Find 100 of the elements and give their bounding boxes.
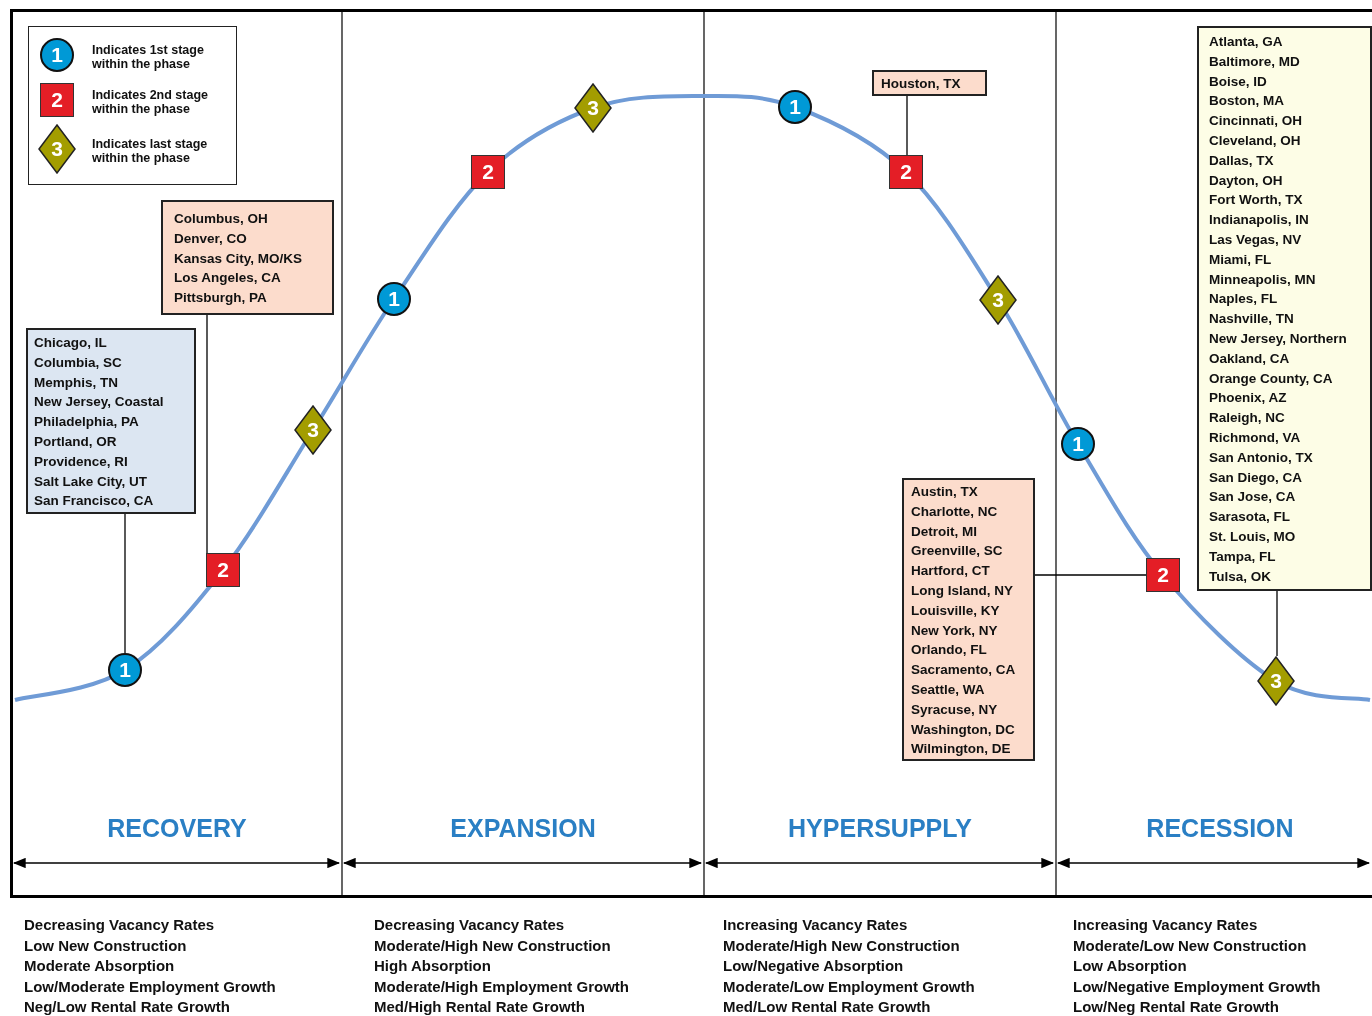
phase-characteristic: Moderate/High Employment Growth: [374, 976, 629, 997]
phase-characteristic: Moderate/High New Construction: [374, 935, 611, 956]
city-name: Tulsa, OK: [1209, 567, 1272, 586]
stage-diamond: 3: [38, 124, 76, 174]
phase-characteristic: Low/Negative Absorption: [723, 956, 904, 976]
city-name: New Jersey, Northern: [1209, 329, 1348, 348]
city-name: Long Island, NY: [911, 582, 1014, 600]
stage-square: 2: [40, 83, 74, 117]
phase-characteristic: Increasing Vacancy Rates: [723, 915, 908, 935]
city-name: Hartford, CT: [911, 562, 991, 581]
phase-characteristic: Neg/Low Rental Rate Growth: [24, 997, 230, 1016]
city-name: Providence, RI: [34, 452, 129, 471]
city-name: Columbus, OH: [174, 210, 269, 228]
phase-characteristic: Moderate/Low Employment Growth: [723, 976, 975, 997]
city-name: Detroit, MI: [911, 522, 978, 541]
city-name: Atlanta, GA: [1209, 33, 1284, 51]
city-name: Louisville, KY: [911, 601, 1001, 620]
city-name: Sarasota, FL: [1209, 508, 1292, 527]
phase-characteristic: Moderate/Low New Construction: [1073, 935, 1307, 956]
city-name: Las Vegas, NV: [1209, 230, 1303, 249]
phase-characteristic: Decreasing Vacancy Rates: [24, 915, 215, 935]
city-name: Oakland, CA: [1209, 349, 1291, 368]
city-name: Tampa, FL: [1209, 547, 1277, 566]
city-name: Austin, TX: [911, 483, 979, 501]
city-name: Houston, TX: [881, 75, 962, 93]
phase-characteristic: Med/Low Rental Rate Growth: [723, 997, 931, 1016]
legend-text: Indicates 1st stage within the phase: [92, 43, 205, 71]
stage-circle: 1: [108, 653, 142, 687]
city-name: Columbia, SC: [34, 353, 123, 372]
stage-circle: 1: [1061, 427, 1095, 461]
city-name: Indianapolis, IN: [1209, 211, 1310, 230]
phase-characteristic: Decreasing Vacancy Rates: [374, 915, 565, 935]
city-name: Kansas City, MO/KS: [174, 249, 304, 268]
phase-characteristic: Moderate Absorption: [24, 956, 175, 976]
city-name: San Jose, CA: [1209, 488, 1297, 507]
city-name: Memphis, TN: [34, 373, 119, 392]
leader-line: [906, 95, 908, 156]
city-name: Washington, DC: [911, 720, 1016, 739]
stage-square: 2: [889, 155, 923, 189]
phase-characteristic: Low New Construction: [24, 935, 187, 956]
phase-characteristic: Med/High Rental Rate Growth: [374, 997, 585, 1016]
city-name: Dallas, TX: [1209, 151, 1275, 170]
city-name: Pittsburgh, PA: [174, 289, 268, 308]
stage-diamond: 3: [574, 83, 612, 133]
city-name: Philadelphia, PA: [34, 413, 140, 432]
stage-square: 2: [206, 553, 240, 587]
leader-line: [1034, 574, 1147, 576]
city-name: Naples, FL: [1209, 290, 1279, 309]
stage-diamond: 3: [294, 405, 332, 455]
legend-text: Indicates 2nd stage within the phase: [92, 88, 209, 116]
city-name: Baltimore, MD: [1209, 52, 1301, 71]
stage-circle: 1: [377, 282, 411, 316]
phase-characteristic: Low/Negative Employment Growth: [1073, 976, 1321, 997]
city-name: St. Louis, MO: [1209, 527, 1297, 546]
phase-title: RECOVERY: [107, 814, 247, 843]
city-name: Orange County, CA: [1209, 369, 1334, 388]
city-name: New Jersey, Coastal: [34, 393, 165, 412]
city-name: Nashville, TN: [1209, 310, 1295, 329]
city-name: Orlando, FL: [911, 641, 988, 660]
city-list-box: [1197, 26, 1372, 591]
legend-text: Indicates last stage within the phase: [92, 137, 209, 165]
stage-circle: 1: [778, 90, 812, 124]
stage-square: 2: [1146, 558, 1180, 592]
city-name: Boston, MA: [1209, 92, 1285, 111]
phase-characteristic: Increasing Vacancy Rates: [1073, 915, 1258, 935]
city-name: Phoenix, AZ: [1209, 389, 1288, 408]
city-name: Raleigh, NC: [1209, 409, 1286, 428]
leader-line: [1276, 590, 1278, 657]
city-name: Seattle, WA: [911, 680, 986, 699]
city-name: Syracuse, NY: [911, 700, 999, 719]
phase-characteristic: Low Absorption: [1073, 956, 1187, 976]
city-name: Boise, ID: [1209, 72, 1268, 91]
city-name: Cleveland, OH: [1209, 132, 1302, 150]
city-name: Wilmington, DE: [911, 740, 1012, 759]
city-name: San Antonio, TX: [1209, 448, 1314, 467]
city-name: Charlotte, NC: [911, 502, 999, 521]
phase-characteristic: Low/Neg Rental Rate Growth: [1073, 997, 1279, 1016]
city-name: Portland, OR: [34, 433, 118, 451]
stage-diamond: 3: [1257, 656, 1295, 706]
city-list-box: [872, 70, 987, 96]
phase-title: EXPANSION: [450, 814, 596, 843]
city-name: Sacramento, CA: [911, 661, 1017, 680]
city-name: Salt Lake City, UT: [34, 472, 149, 491]
phase-characteristic: Moderate/High New Construction: [723, 935, 960, 956]
city-name: Miami, FL: [1209, 250, 1273, 269]
leader-line: [206, 314, 208, 554]
city-name: Fort Worth, TX: [1209, 191, 1304, 210]
city-list-box: [902, 478, 1035, 761]
phase-title: RECESSION: [1146, 814, 1294, 843]
city-name: Denver, CO: [174, 229, 248, 248]
stage-diamond: 3: [979, 275, 1017, 325]
city-list-box: [26, 328, 196, 514]
city-name: Dayton, OH: [1209, 171, 1284, 190]
city-name: Chicago, IL: [34, 334, 108, 352]
phase-characteristic: High Absorption: [374, 956, 491, 976]
city-name: Los Angeles, CA: [174, 269, 282, 288]
phase-characteristic: Low/Moderate Employment Growth: [24, 976, 276, 997]
city-name: San Francisco, CA: [34, 492, 155, 511]
city-list-box: [161, 200, 334, 315]
city-name: Cincinnati, OH: [1209, 112, 1303, 131]
